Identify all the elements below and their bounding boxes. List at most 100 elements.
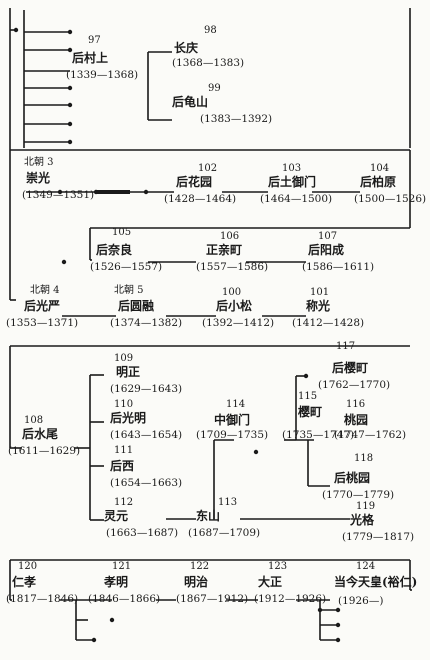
emperor-name: 东山 (196, 509, 221, 523)
emperor-dates: (1654—1663) (110, 477, 183, 489)
emperor-name: 大正 (258, 575, 283, 589)
node-dot (335, 637, 341, 643)
emperor-name: 后圆融 (118, 299, 155, 313)
emperor-dates: (1687—1709) (188, 527, 261, 539)
emperor-dates: (1817—1846) (6, 593, 79, 605)
emperor-dates: (1374—1382) (110, 317, 183, 329)
emperor-dates: (1762—1770) (318, 379, 391, 391)
emperor-number: 124 (356, 561, 376, 572)
emperor-number: 114 (226, 399, 246, 410)
emperor-name: 后龟山 (172, 95, 209, 109)
emperor-name: 后桃园 (334, 471, 371, 485)
emperor-name: 后奈良 (96, 243, 133, 257)
emperor-dates: (1428—1464) (164, 193, 237, 205)
emperor-dates: (1500—1526) (354, 193, 427, 205)
emperor-name: 桃园 (344, 413, 369, 427)
emperor-name: 后柏原 (360, 175, 397, 189)
node-dot (57, 189, 63, 195)
node-dot (303, 373, 309, 379)
emperor-name: 后村上 (72, 51, 109, 65)
emperor-dates: (1867—1912) (176, 593, 249, 605)
emperor-dates: (1779—1817) (342, 531, 415, 543)
emperor-number: 109 (114, 353, 134, 364)
emperor-name: 灵元 (104, 509, 129, 523)
emperor-dates: (1926—) (338, 595, 384, 607)
node-dot (67, 121, 73, 127)
connector-bar (96, 190, 130, 194)
node-dot (67, 47, 73, 53)
emperor-dates: (1643—1654) (110, 429, 183, 441)
emperor-dates: (1557—1586) (196, 261, 269, 273)
emperor-number: 121 (112, 561, 132, 572)
emperor-dates: (1383—1392) (200, 113, 273, 125)
emperor-name: 孝明 (104, 575, 129, 589)
emperor-name: 后西 (110, 459, 135, 473)
emperor-number: 北朝 5 (114, 285, 144, 296)
emperor-number: 101 (310, 287, 330, 298)
emperor-dates: (1770—1779) (322, 489, 395, 501)
emperor-dates: (1735—1747) (282, 429, 355, 441)
emperor-number: 120 (18, 561, 38, 572)
emperor-number: 北朝 3 (24, 157, 54, 168)
emperor-name: 后小松 (216, 299, 253, 313)
emperor-number: 117 (336, 341, 356, 352)
node-dot (143, 189, 149, 195)
emperor-number: 102 (198, 163, 218, 174)
emperor-dates: (1586—1611) (302, 261, 375, 273)
emperor-number: 122 (190, 561, 210, 572)
node-dot (91, 637, 97, 643)
emperor-number: 111 (114, 445, 134, 456)
emperor-dates: (1464—1500) (260, 193, 333, 205)
node-dot (335, 607, 341, 613)
node-dot (67, 29, 73, 35)
emperor-dates: (1747—1762) (334, 429, 407, 441)
node-dot (253, 449, 259, 455)
emperor-number: 99 (208, 83, 221, 94)
node-dot (109, 617, 115, 623)
emperor-name: 后光严 (24, 299, 61, 313)
emperor-dates: (1912—1926) (254, 593, 327, 605)
emperor-dates: (1709—1735) (196, 429, 269, 441)
emperor-number: 119 (356, 501, 376, 512)
emperor-name: 后光明 (110, 411, 147, 425)
emperor-name: 明正 (116, 365, 141, 379)
emperor-number: 105 (112, 227, 132, 238)
emperor-number: 123 (268, 561, 288, 572)
emperor-name: 光格 (350, 513, 375, 527)
emperor-dates: (1629—1643) (110, 383, 183, 395)
emperor-name: 崇光 (26, 171, 51, 185)
emperor-name: 正亲町 (206, 243, 243, 257)
emperor-number: 106 (220, 231, 240, 242)
node-dot (67, 85, 73, 91)
emperor-dates: (1368—1383) (172, 57, 245, 69)
emperor-number: 112 (114, 497, 134, 508)
node-dot (93, 189, 99, 195)
emperor-number: 104 (370, 163, 390, 174)
emperor-name: 樱町 (298, 405, 323, 419)
emperor-dates: (1349—1351) (22, 189, 95, 201)
emperor-name: 中御门 (214, 413, 251, 427)
node-dot (13, 27, 19, 33)
emperor-name: 称光 (306, 299, 331, 313)
emperor-name: 后花园 (176, 175, 213, 189)
emperor-dates: (1611—1629) (8, 445, 81, 457)
emperor-name: 当今天皇(裕仁) (334, 575, 418, 589)
emperor-name: 仁孝 (12, 575, 37, 589)
emperor-number: 115 (298, 391, 318, 402)
emperor-name: 后阳成 (308, 243, 345, 257)
emperor-number: 98 (204, 25, 217, 36)
emperor-dates: (1846—1866) (88, 593, 161, 605)
emperor-number: 118 (354, 453, 374, 464)
emperor-number: 110 (114, 399, 134, 410)
emperor-name: 后土御门 (268, 175, 317, 189)
node-dot (317, 607, 323, 613)
emperor-number: 97 (88, 35, 101, 46)
emperor-dates: (1663—1687) (106, 527, 179, 539)
emperor-name: 后水尾 (22, 427, 59, 441)
node-dot (67, 139, 73, 145)
emperor-number: 108 (24, 415, 44, 426)
emperor-number: 113 (218, 497, 238, 508)
emperor-number: 107 (318, 231, 338, 242)
emperor-name: 后樱町 (332, 361, 369, 375)
